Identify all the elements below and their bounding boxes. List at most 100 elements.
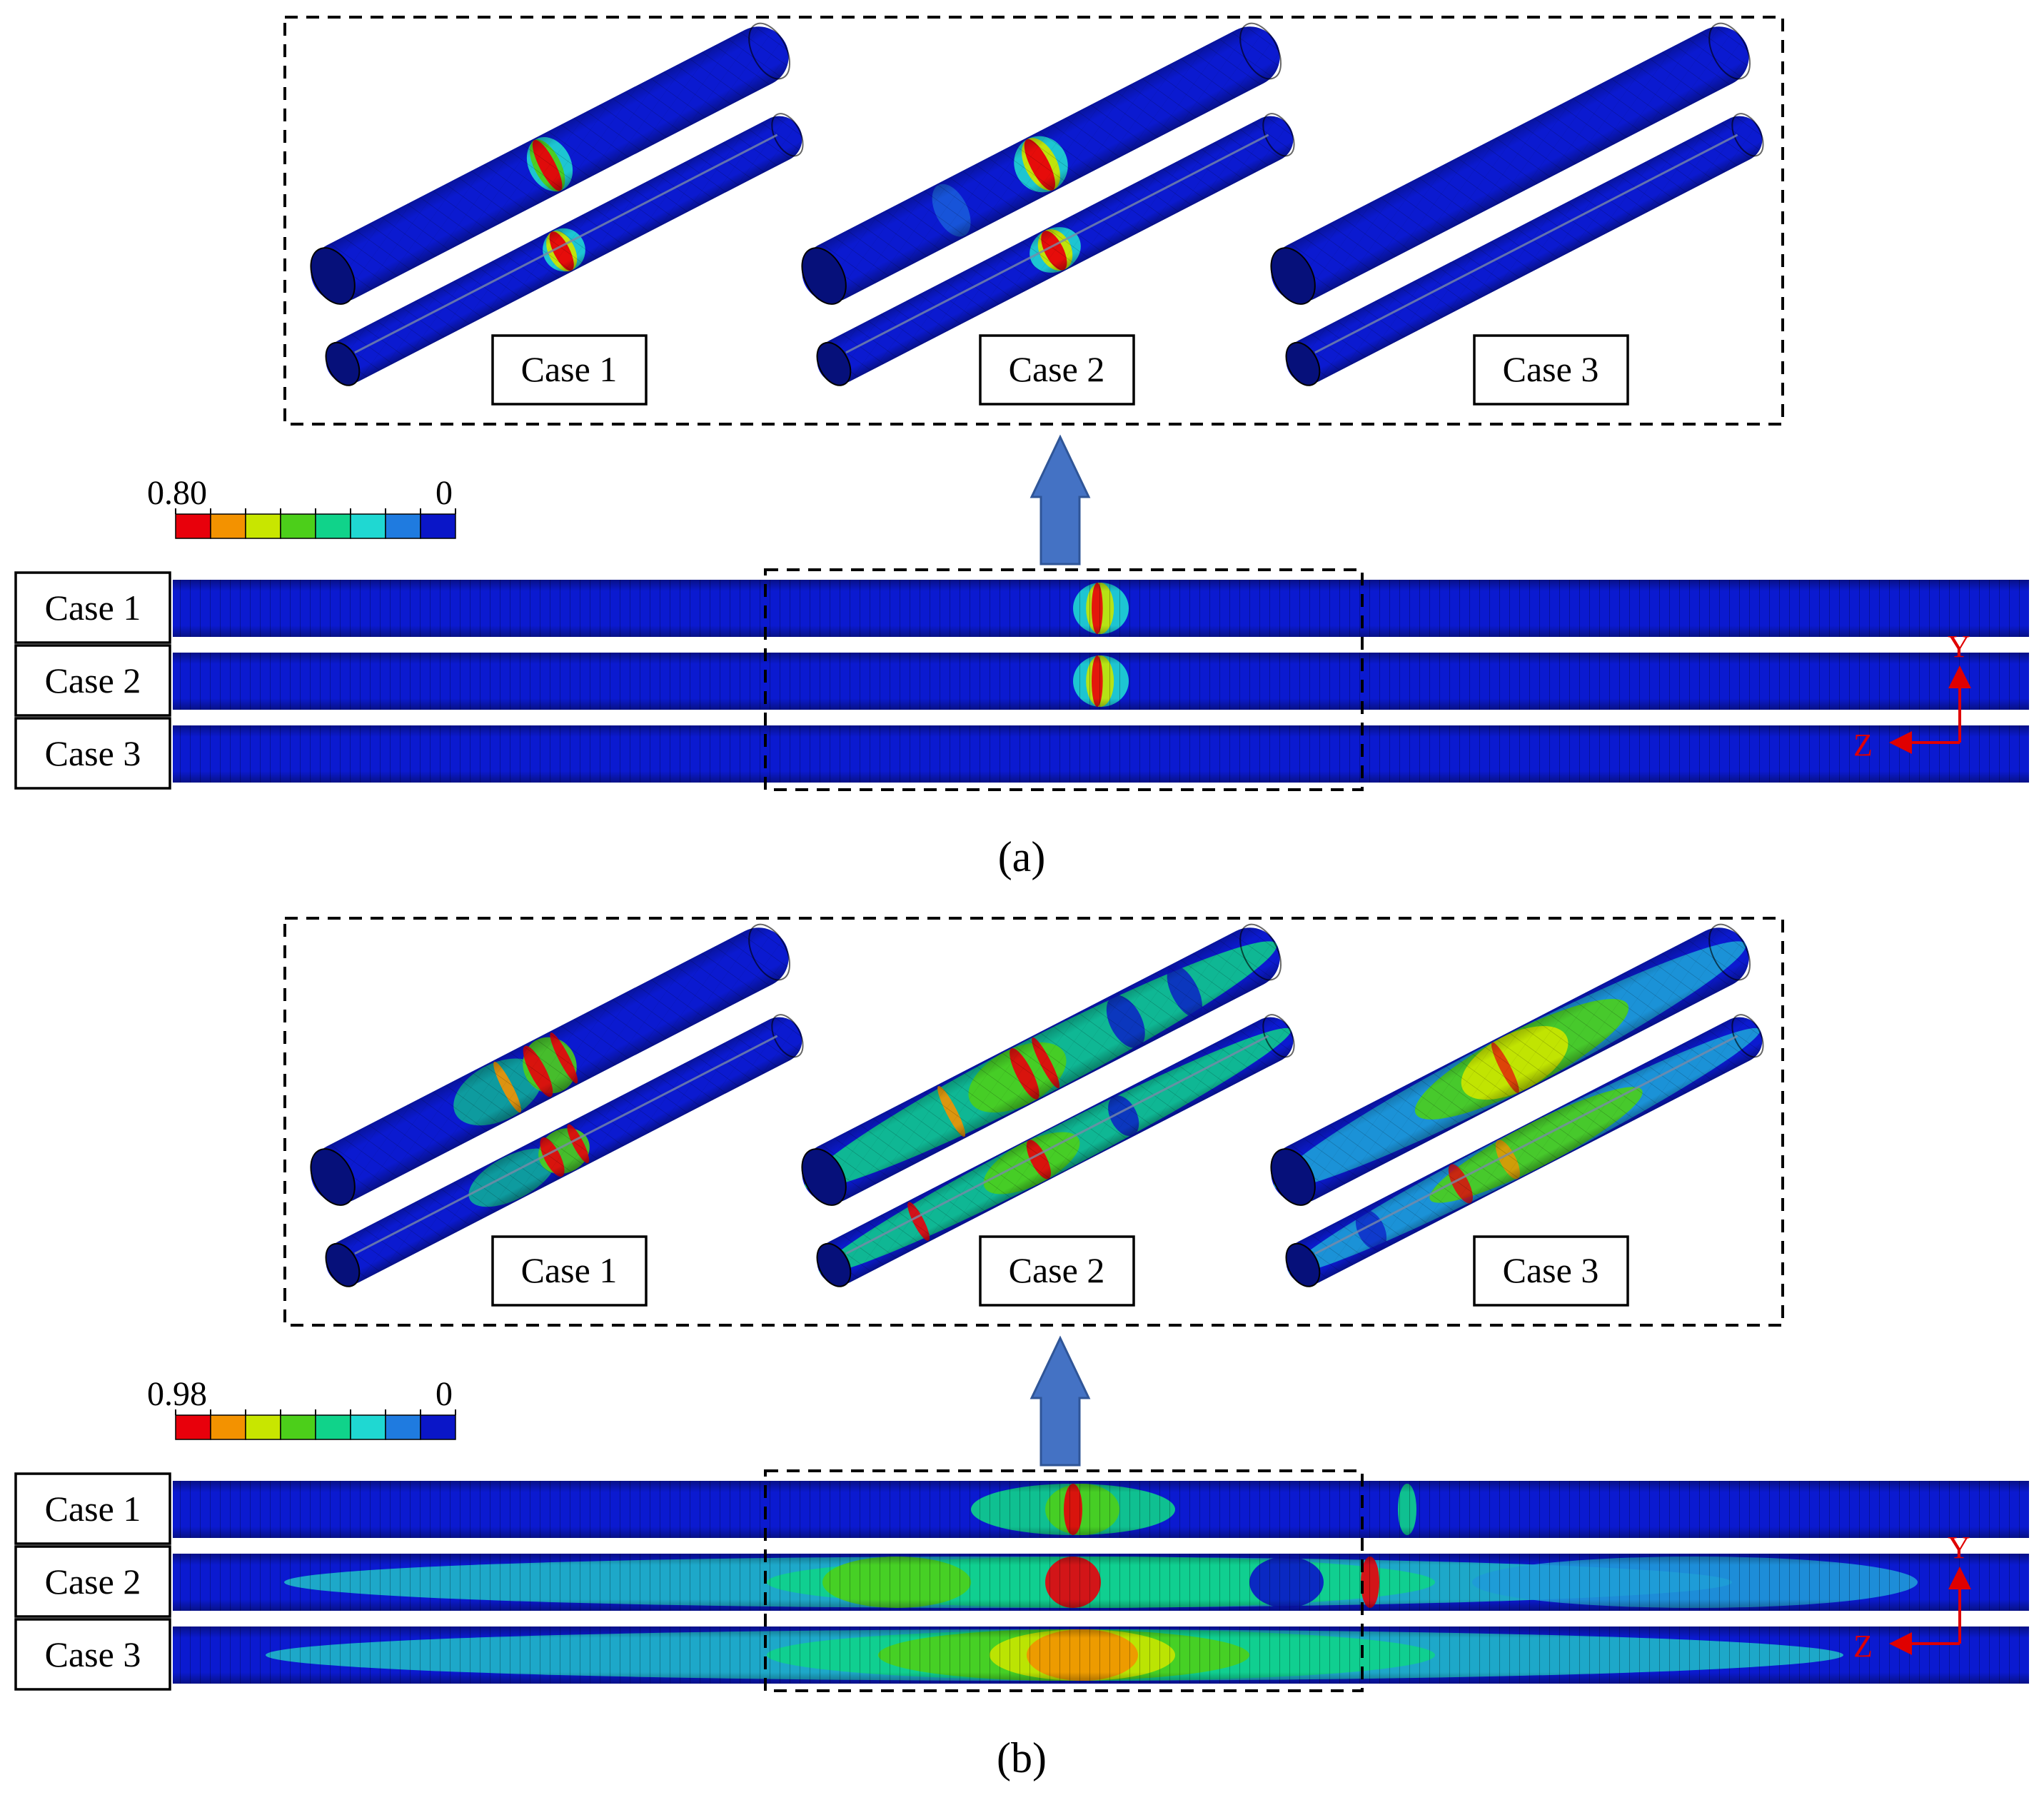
tube-far-end — [1262, 1014, 1295, 1058]
tube-end-opening — [310, 1148, 356, 1206]
detail-case-2: Case 2 — [801, 923, 1295, 1307]
colorbar-swatch — [420, 513, 456, 539]
colorbar-swatch — [175, 513, 211, 539]
detail-case-label-box: Case 2 — [979, 334, 1135, 406]
tube-far-end — [1708, 22, 1751, 80]
detail-view-frame — [283, 917, 1784, 1327]
axis-triad: YZ — [1853, 629, 1971, 763]
detail-case-label-box: Case 3 — [1473, 334, 1629, 406]
tube-far-end — [748, 22, 791, 80]
tube-end-opening — [801, 1148, 847, 1206]
tube-end-opening — [1285, 1242, 1321, 1287]
tube-end-opening — [310, 247, 356, 305]
colorbar-min-label: 0 — [436, 474, 453, 512]
tube-far-end — [1262, 113, 1295, 157]
weld-seam-line — [354, 1035, 778, 1255]
tube-far-end — [771, 113, 804, 157]
label-box-frame — [979, 334, 1135, 406]
tube-end-opening — [816, 341, 852, 386]
tube-shading — [1271, 927, 1749, 1203]
strip-case-3: Case 3 — [14, 717, 2029, 790]
panel-caption: (b) — [997, 1734, 1047, 1781]
z-axis-label: Z — [1853, 1629, 1873, 1664]
colorbar-swatch — [385, 1414, 421, 1440]
label-box-frame — [1473, 334, 1629, 406]
lower-half-tube — [1285, 113, 1764, 386]
strip-case-3: Case 3 — [14, 1618, 2029, 1691]
strip-case-label: Case 2 — [45, 1562, 141, 1602]
colorbar-swatch — [280, 1414, 316, 1440]
lower-half-tube — [816, 113, 1295, 386]
detail-case-label-box: Case 1 — [491, 1235, 648, 1307]
strip-shading — [173, 1626, 2029, 1684]
strip-case-label: Case 3 — [45, 1634, 141, 1674]
upper-tube — [1270, 22, 1751, 305]
detail-case-label: Case 1 — [521, 1250, 618, 1290]
detail-case-label-box: Case 1 — [491, 334, 648, 406]
tube-end-opening — [1270, 247, 1316, 305]
detail-case-1: Case 1 — [310, 22, 804, 406]
upper-tube — [1270, 923, 1751, 1206]
colorbar: 0.98 0 — [147, 1375, 456, 1440]
zoom-up-arrow — [1029, 434, 1091, 565]
strip-label-box — [14, 644, 171, 717]
weld-seam-line — [354, 134, 778, 354]
lower-half-tube — [325, 113, 804, 386]
tube-shading — [802, 26, 1280, 302]
detail-case-label: Case 3 — [1503, 349, 1599, 389]
weld-seam-line — [1314, 1035, 1738, 1255]
strip-shading — [173, 653, 2029, 710]
colorbar-swatch — [315, 513, 351, 539]
detail-view-frame — [283, 16, 1784, 426]
colorbar-swatch — [245, 513, 281, 539]
detail-case-label: Case 2 — [1009, 1250, 1105, 1290]
tube-far-end — [1731, 113, 1764, 157]
detail-case-3: Case 3 — [1270, 923, 1764, 1307]
detail-case-label: Case 1 — [521, 349, 618, 389]
strip-label-box — [14, 1618, 171, 1691]
strip-label-box — [14, 571, 171, 644]
z-axis-label: Z — [1853, 728, 1873, 763]
label-box-frame — [1473, 1235, 1629, 1307]
panel-caption: (a) — [998, 833, 1046, 880]
colorbar-max-label: 0.98 — [147, 1375, 207, 1413]
tube-end-opening — [816, 1242, 852, 1287]
y-axis-label: Y — [1948, 1530, 1970, 1565]
zoom-up-arrow — [1029, 1335, 1091, 1467]
tube-end-opening — [325, 341, 361, 386]
strip-label-box — [14, 1472, 171, 1545]
label-box-frame — [979, 1235, 1135, 1307]
tube-far-end — [1708, 923, 1751, 981]
lower-half-tube — [325, 1014, 804, 1287]
strip-case-2: Case 2 — [14, 1545, 2029, 1618]
tube-far-end — [748, 923, 791, 981]
strip-label-box — [14, 1545, 171, 1618]
colorbar-swatch — [385, 513, 421, 539]
strip-shading — [173, 1554, 2029, 1611]
strip-shading — [173, 725, 2029, 783]
zoom-region-frame — [764, 568, 1364, 791]
strip-case-1: Case 1 — [14, 1472, 2029, 1545]
tube-shading — [311, 927, 789, 1203]
zoom-region-frame — [764, 1469, 1364, 1692]
detail-case-label-box: Case 2 — [979, 1235, 1135, 1307]
tube-end-opening — [1270, 1148, 1316, 1206]
colorbar-swatch — [245, 1414, 281, 1440]
axis-triad: YZ — [1853, 1530, 1971, 1664]
strip-case-label: Case 1 — [45, 588, 141, 628]
strip-case-label: Case 3 — [45, 733, 141, 773]
tube-far-end — [1239, 22, 1282, 80]
colorbar-min-label: 0 — [436, 1375, 453, 1413]
tube-end-opening — [325, 1242, 361, 1287]
detail-case-label: Case 2 — [1009, 349, 1105, 389]
strip-case-1: Case 1 — [14, 571, 2029, 644]
colorbar-swatch — [210, 1414, 246, 1440]
tube-far-end — [1239, 923, 1282, 981]
strip-shading — [173, 580, 2029, 637]
colorbar-swatch — [420, 1414, 456, 1440]
detail-case-2: Case 2 — [801, 22, 1295, 406]
weld-seam-line — [845, 134, 1269, 354]
detail-case-label: Case 3 — [1503, 1250, 1599, 1290]
